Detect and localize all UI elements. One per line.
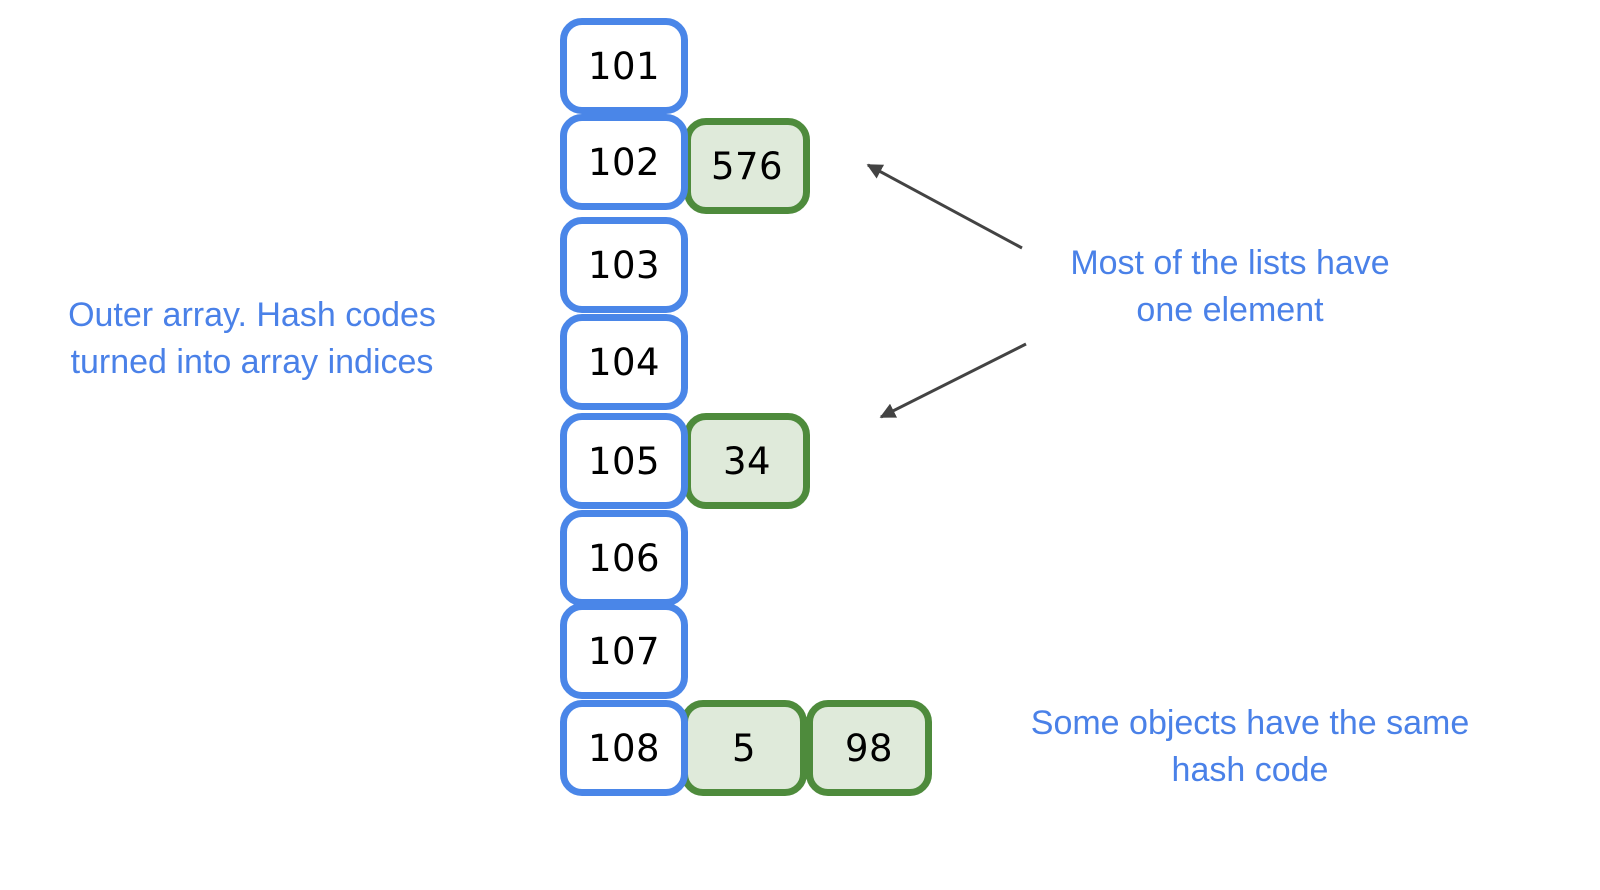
entry-value-label: 34 (722, 439, 772, 483)
bucket-index-label: 105 (587, 439, 661, 483)
entry-576[interactable]: 576 (684, 118, 810, 214)
entry-98[interactable]: 98 (806, 700, 932, 796)
entry-value-label: 5 (731, 726, 757, 770)
bucket-index-label: 103 (587, 243, 661, 287)
bucket-index-label: 106 (587, 536, 661, 580)
annotation-same-hash-code: Some objects have the same hash code (1030, 704, 1470, 789)
bucket-108[interactable]: 108 (560, 700, 688, 796)
bucket-101[interactable]: 101 (560, 18, 688, 114)
entry-34[interactable]: 34 (684, 413, 810, 509)
entry-value-label: 98 (844, 726, 894, 770)
annotation-most-lists-one-element: Most of the lists have one element (1070, 244, 1390, 329)
bucket-index-label: 107 (587, 629, 661, 673)
annotation-outer-array: Outer array. Hash codes turned into arra… (68, 296, 436, 381)
bucket-104[interactable]: 104 (560, 314, 688, 410)
arrow-to-576 (866, 163, 1023, 250)
bucket-106[interactable]: 106 (560, 510, 688, 606)
bucket-102[interactable]: 102 (560, 114, 688, 210)
bucket-index-label: 104 (587, 340, 661, 384)
arrow-to-34 (879, 342, 1027, 419)
entry-value-label: 576 (710, 144, 784, 188)
entry-5[interactable]: 5 (681, 700, 807, 796)
bucket-index-label: 108 (587, 726, 661, 770)
bucket-103[interactable]: 103 (560, 217, 688, 313)
bucket-index-label: 101 (587, 44, 661, 88)
bucket-107[interactable]: 107 (560, 603, 688, 699)
bucket-105[interactable]: 105 (560, 413, 688, 509)
bucket-index-label: 102 (587, 140, 661, 184)
